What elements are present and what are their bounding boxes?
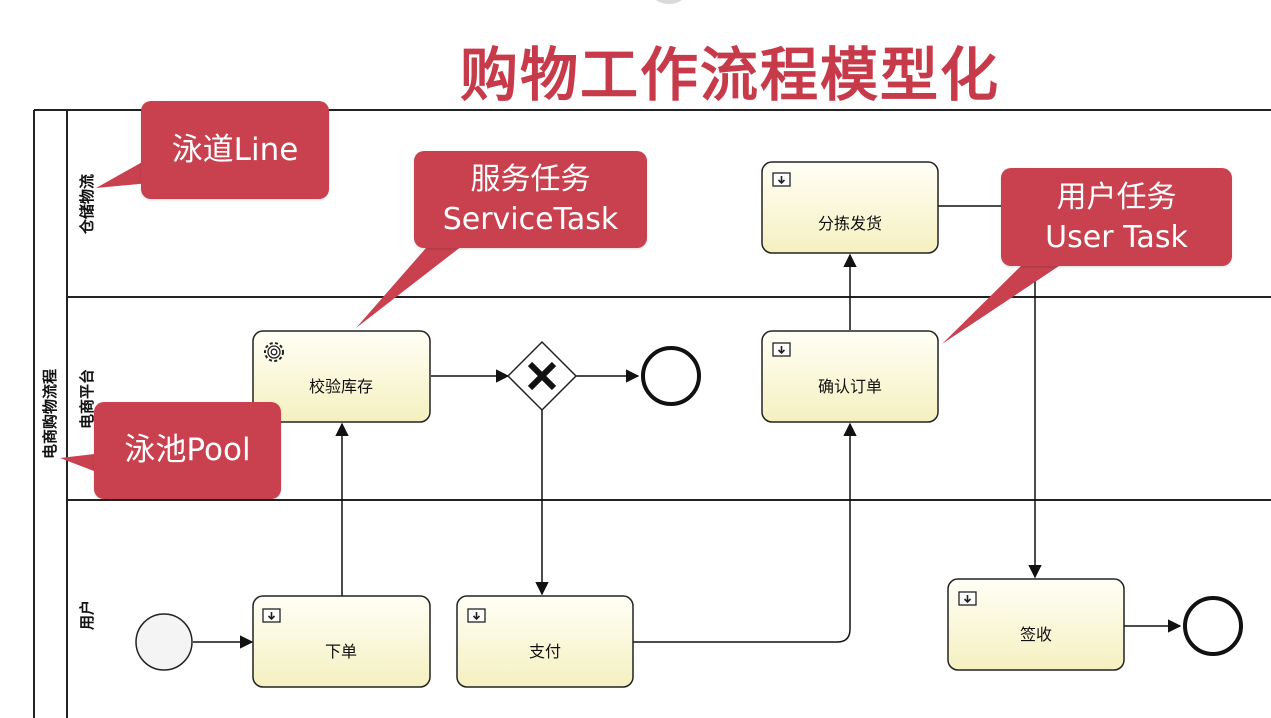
- task-check-stock[interactable]: 校验库存: [252, 330, 431, 423]
- lane-label-user: 用户: [78, 600, 96, 630]
- page-title: 购物工作流程模型化: [459, 41, 1000, 109]
- top-knob: [651, 0, 687, 4]
- end-event-platform[interactable]: [641, 346, 701, 406]
- lane-label-warehouse: 仓储物流: [78, 174, 96, 235]
- user-task-icon: [958, 591, 977, 606]
- pool-callout: 泳池Pool: [94, 402, 281, 499]
- start-event[interactable]: [135, 613, 193, 671]
- user-callout-pointer: [942, 262, 1065, 344]
- task-label: 签收: [1020, 625, 1052, 644]
- pool-callout-text: 泳池Pool: [124, 432, 251, 468]
- sequence-flows: [193, 205, 1182, 649]
- task-label: 分拣发货: [818, 214, 882, 233]
- service-callout-line-2: ServiceTask: [442, 202, 619, 237]
- end-event-user[interactable]: [1183, 596, 1243, 656]
- user-task-icon: [467, 608, 486, 623]
- lane-label-platform: 电商平台: [78, 369, 96, 429]
- lane-callout: 泳道Line: [141, 101, 329, 199]
- task-confirm-order[interactable]: 确认订单: [761, 330, 939, 423]
- service-callout-line-1: 服务任务: [470, 162, 591, 197]
- user-task-callout: 用户任务 User Task: [1001, 168, 1232, 266]
- gear-icon: [264, 342, 284, 362]
- user-task-icon: [772, 342, 791, 357]
- task-place-order[interactable]: 下单: [252, 595, 431, 688]
- service-callout-pointer: [356, 232, 480, 328]
- user-callout-line-2: User Task: [1045, 220, 1188, 255]
- exclusive-gateway[interactable]: [506, 340, 578, 412]
- user-task-icon: [262, 608, 281, 623]
- task-label: 确认订单: [818, 377, 882, 396]
- service-task-callout: 服务任务 ServiceTask: [414, 151, 647, 248]
- user-task-icon: [772, 172, 791, 187]
- task-pay[interactable]: 支付: [456, 595, 634, 688]
- task-sort-ship[interactable]: 分拣发货: [761, 161, 939, 254]
- x-mark-icon: [527, 361, 557, 391]
- task-label: 校验库存: [309, 377, 373, 396]
- pool-label: 电商购物流程: [41, 369, 59, 459]
- user-callout-line-1: 用户任务: [1056, 180, 1177, 215]
- task-label: 下单: [325, 642, 357, 661]
- task-sign-receive[interactable]: 签收: [947, 578, 1125, 671]
- flow-pay-to-confirm: [633, 422, 857, 643]
- task-label: 支付: [529, 642, 561, 661]
- lane-callout-text: 泳道Line: [171, 132, 299, 168]
